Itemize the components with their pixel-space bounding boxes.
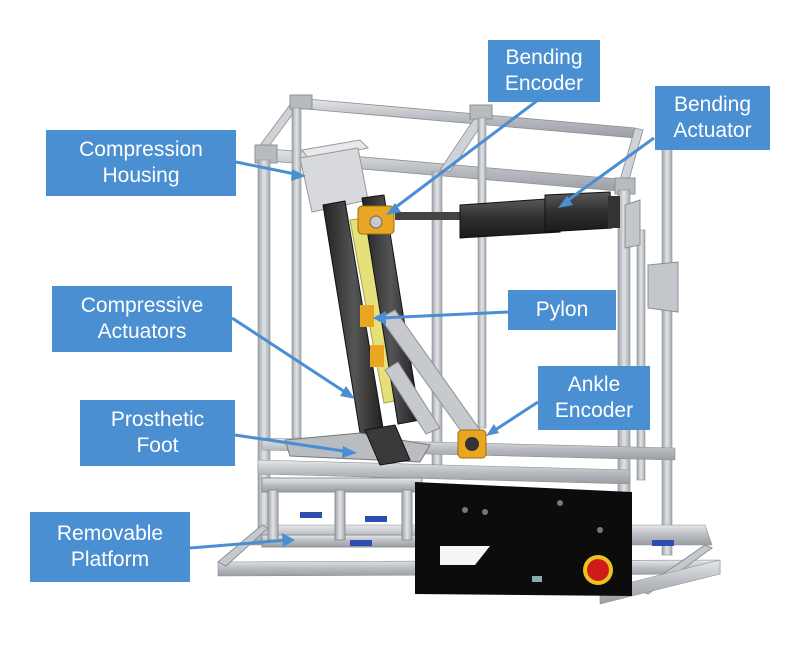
callout-removable-platform: Removable Platform: [30, 512, 190, 582]
leader-bending-actuator: [563, 136, 655, 205]
arrowhead: [486, 424, 499, 436]
side-bracket: [624, 199, 641, 249]
callout-bending-encoder: Bending Encoder: [488, 40, 600, 102]
callout-line-1: Prosthetic: [110, 408, 205, 431]
bending-linkage: [379, 309, 481, 439]
bending-actuator: [395, 191, 620, 239]
callout-line-1: Compressive: [80, 294, 204, 317]
callout-ankle-encoder: Ankle Encoder: [538, 366, 650, 430]
callout-line-1: Bending: [505, 46, 583, 69]
emergency-stop-button: [587, 559, 609, 581]
bending-encoder: [357, 205, 395, 235]
callout-bending-actuator: Bending Actuator: [655, 86, 770, 150]
base-panel-cutout: [440, 546, 490, 565]
leader-removable-platform: [189, 538, 289, 550]
frame-post-back-right: [661, 134, 673, 556]
platform-post: [334, 489, 346, 541]
leader-compression-housing: [235, 160, 301, 177]
callout-line-1: Pylon: [535, 298, 589, 321]
leader-bending-encoder: [391, 98, 539, 212]
callout-line-1: Compression: [79, 138, 203, 161]
leader-pylon: [379, 310, 509, 320]
arrowhead: [558, 196, 573, 208]
platform-post: [401, 489, 413, 541]
base-panel-front: [415, 482, 632, 596]
callout-line-2: Foot: [136, 434, 179, 457]
foot-keel: [364, 424, 411, 466]
arrowhead: [342, 446, 357, 458]
actuator-cylinder: [459, 197, 561, 239]
arrowhead: [373, 311, 386, 325]
panel-bolt: [557, 500, 563, 506]
mid-rail: [257, 459, 631, 485]
pylon-clamp: [360, 305, 374, 327]
corner-bracket: [469, 104, 493, 120]
actuator-rod: [395, 212, 465, 220]
platform-clamp: [350, 540, 372, 546]
bending-encoder-shaft: [369, 215, 383, 229]
panel-label: [532, 576, 542, 582]
frame-post-right-inner: [636, 229, 646, 481]
prosthetic-foot: [284, 424, 431, 466]
callout-line-2: Platform: [70, 548, 150, 571]
side-bracket: [647, 261, 679, 313]
callout-compression-housing: Compression Housing: [46, 130, 236, 196]
callout-compressive-actuators: Compressive Actuators: [52, 286, 232, 352]
leader-prosthetic-foot: [234, 433, 351, 454]
corner-bracket: [289, 94, 313, 110]
linkage-bar: [384, 361, 441, 435]
callout-line-2: Encoder: [504, 72, 584, 95]
arrowhead: [340, 386, 355, 399]
callout-prosthetic-foot: Prosthetic Foot: [80, 400, 235, 466]
panel-bolt: [597, 527, 603, 533]
platform-clamp: [652, 540, 674, 546]
callout-line-1: Ankle: [567, 373, 621, 396]
arrowhead: [386, 203, 401, 215]
arrowhead: [282, 533, 295, 547]
ankle-encoder-shaft: [465, 437, 479, 451]
callout-line-1: Bending: [673, 93, 752, 116]
platform-clamp: [365, 516, 387, 522]
removable-platform: [261, 477, 674, 548]
callout-line-2: Encoder: [554, 399, 634, 422]
callout-line-2: Housing: [102, 164, 180, 187]
callout-pylon: Pylon: [508, 290, 616, 330]
callout-line-1: Removable: [56, 522, 164, 545]
frame-post-back-left: [291, 107, 302, 439]
compression-housing: [299, 139, 370, 213]
panel-bolt: [462, 507, 468, 513]
callout-line-2: Actuator: [673, 119, 752, 142]
housing-body: [299, 147, 369, 213]
leader-ankle-encoder: [491, 400, 539, 434]
platform-clamp: [300, 512, 322, 518]
frame-post-back-center: [477, 117, 487, 429]
compressive-actuators: [322, 194, 421, 446]
base-panel: [415, 482, 632, 596]
actuator-motor: [544, 191, 613, 233]
panel-bolt: [482, 509, 488, 515]
callout-line-2: Actuators: [97, 320, 187, 343]
callout-leaders: [189, 98, 655, 550]
actuator-mount: [608, 196, 620, 228]
ankle-encoder: [457, 429, 487, 459]
leader-compressive-actuators: [231, 316, 349, 396]
arrowhead: [291, 169, 306, 181]
pylon-clamp: [370, 345, 384, 367]
platform-post: [267, 489, 279, 541]
